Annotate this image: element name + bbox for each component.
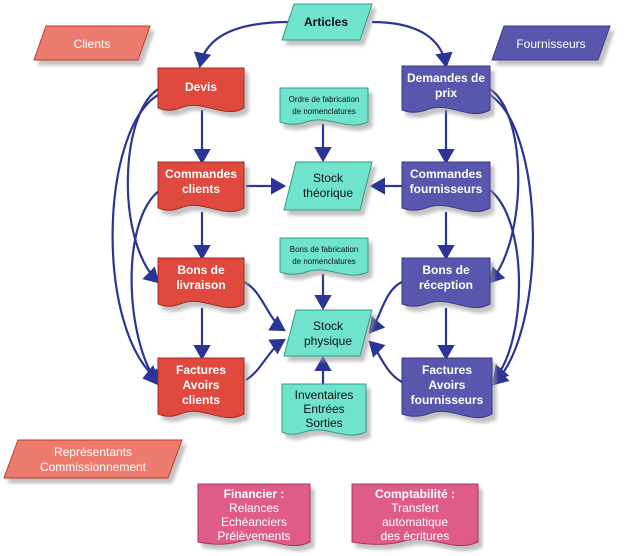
factures-clients-label-line-1: Avoirs bbox=[183, 378, 220, 392]
factures-fournisseurs-label-line-1: Avoirs bbox=[429, 378, 466, 392]
factures-fournisseurs-label-line-0: Factures bbox=[422, 363, 472, 377]
fournisseurs-shape bbox=[491, 25, 611, 61]
stock-theorique-label-line-0: Stock bbox=[313, 171, 344, 185]
arrow-devis-factures bbox=[111, 94, 160, 382]
bons-livraison-shape bbox=[157, 257, 245, 309]
factures-fournisseurs-shape bbox=[401, 357, 493, 419]
bons-reception-shape bbox=[401, 257, 491, 309]
representants-label-line-0: Représentants bbox=[54, 445, 132, 459]
comptabilite-label-line-3: des écritures bbox=[381, 529, 450, 543]
commandes-fournisseurs-label-line-1: fournisseurs bbox=[410, 182, 483, 196]
bons-fabrication-label: Bons de fabrication de nomenclatures bbox=[290, 245, 359, 266]
ordre-fabrication-label-line-0: Ordre de fabrication bbox=[289, 95, 360, 104]
devis-label-line-0: Devis bbox=[185, 80, 217, 94]
fournisseurs-label-line-0: Fournisseurs bbox=[516, 37, 585, 51]
labels: Articles Clients Fournisseurs Représenta… bbox=[40, 15, 586, 543]
arrow-commandes-factures bbox=[130, 189, 161, 386]
devis-shape bbox=[157, 67, 245, 113]
factures-clients-label-line-0: Factures bbox=[176, 363, 226, 377]
comptabilite-label-line-1: Transfert bbox=[391, 501, 439, 515]
bons-reception-label-line-1: réception bbox=[419, 278, 473, 292]
arrow-commandes-fournisseurs-factures bbox=[489, 189, 521, 382]
stock-physique-shape bbox=[283, 309, 373, 357]
arrow-bons-livraison-stock-physique bbox=[243, 280, 286, 332]
clients-label: Clients bbox=[74, 37, 111, 51]
inventaires-label-line-0: Inventaires bbox=[295, 388, 354, 402]
ordre-fabrication-label-line-1: de nomenclatures bbox=[292, 107, 356, 116]
bons-livraison-label-line-1: livraison bbox=[176, 278, 225, 292]
fournisseurs-label: Fournisseurs bbox=[516, 37, 585, 51]
comptabilite-label-line-0: Comptabilité : bbox=[375, 487, 455, 501]
stock-theorique-label-line-1: théorique bbox=[303, 186, 353, 200]
arrow-demandes-bons-reception bbox=[487, 87, 520, 284]
commandes-clients-shape bbox=[157, 161, 245, 213]
comptabilite-shape bbox=[351, 483, 479, 547]
financier-label-line-1: Relances bbox=[229, 501, 279, 515]
bons-fabrication-shape bbox=[279, 237, 369, 276]
financier-shape bbox=[197, 483, 311, 547]
financier-label-line-0: Financier : bbox=[224, 487, 285, 501]
articles-label: Articles bbox=[304, 15, 348, 29]
financier-label-line-2: Echéanciers bbox=[221, 515, 287, 529]
arrow-factures-fournisseurs-stock-physique bbox=[368, 340, 403, 383]
bons-livraison-label-line-0: Bons de bbox=[177, 263, 225, 277]
stock-physique-label-line-1: physique bbox=[304, 334, 352, 348]
articles-label-line-0: Articles bbox=[304, 15, 348, 29]
ordre-fabrication-label: Ordre de fabrication de nomenclatures bbox=[289, 95, 360, 116]
arrow-factures-clients-stock-physique bbox=[245, 338, 286, 381]
factures-fournisseurs-label-line-2: fournisseurs bbox=[411, 393, 484, 407]
stock-theorique-shape bbox=[283, 161, 373, 211]
arrow-demandes-factures bbox=[489, 94, 534, 386]
commandes-fournisseurs-shape bbox=[401, 161, 491, 213]
demandes-prix-label-line-0: Demandes de bbox=[407, 71, 485, 85]
devis-label: Devis bbox=[185, 80, 217, 94]
stock-physique-label-line-0: Stock bbox=[313, 319, 344, 333]
clients-shape bbox=[33, 25, 151, 61]
bons-reception-label-line-0: Bons de bbox=[422, 263, 470, 277]
arrow-articles-devis bbox=[193, 20, 291, 69]
shapes bbox=[3, 3, 611, 547]
arrow-devis-bons-livraison bbox=[126, 87, 161, 284]
demandes-prix-shape bbox=[401, 65, 491, 115]
clients-label-line-0: Clients bbox=[74, 37, 111, 51]
bons-fabrication-label-line-1: de nomenclatures bbox=[292, 257, 356, 266]
inventaires-label-line-2: Sorties bbox=[305, 416, 342, 430]
ordre-fabrication-shape bbox=[279, 87, 369, 126]
commandes-clients-label-line-0: Commandes bbox=[165, 167, 237, 181]
factures-clients-label-line-2: clients bbox=[182, 393, 220, 407]
arrow-articles-demandes bbox=[371, 20, 453, 69]
factures-clients-shape bbox=[157, 357, 245, 419]
inventaires-shape bbox=[281, 383, 367, 436]
articles-shape bbox=[281, 3, 373, 41]
comptabilite-label-line-2: automatique bbox=[382, 515, 448, 529]
representants-label-line-1: Commissionnement bbox=[40, 460, 147, 474]
representants-shape bbox=[3, 439, 183, 479]
arrow-bons-reception-stock-physique bbox=[368, 280, 403, 334]
commandes-fournisseurs-label-line-0: Commandes bbox=[410, 167, 482, 181]
financier-label-line-3: Prélèvements bbox=[217, 529, 290, 543]
demandes-prix-label-line-1: prix bbox=[435, 86, 457, 100]
commandes-clients-label-line-1: clients bbox=[182, 182, 220, 196]
arrows bbox=[111, 20, 534, 386]
bons-fabrication-label-line-0: Bons de fabrication bbox=[290, 245, 359, 254]
inventaires-label-line-1: Entrées bbox=[303, 402, 344, 416]
